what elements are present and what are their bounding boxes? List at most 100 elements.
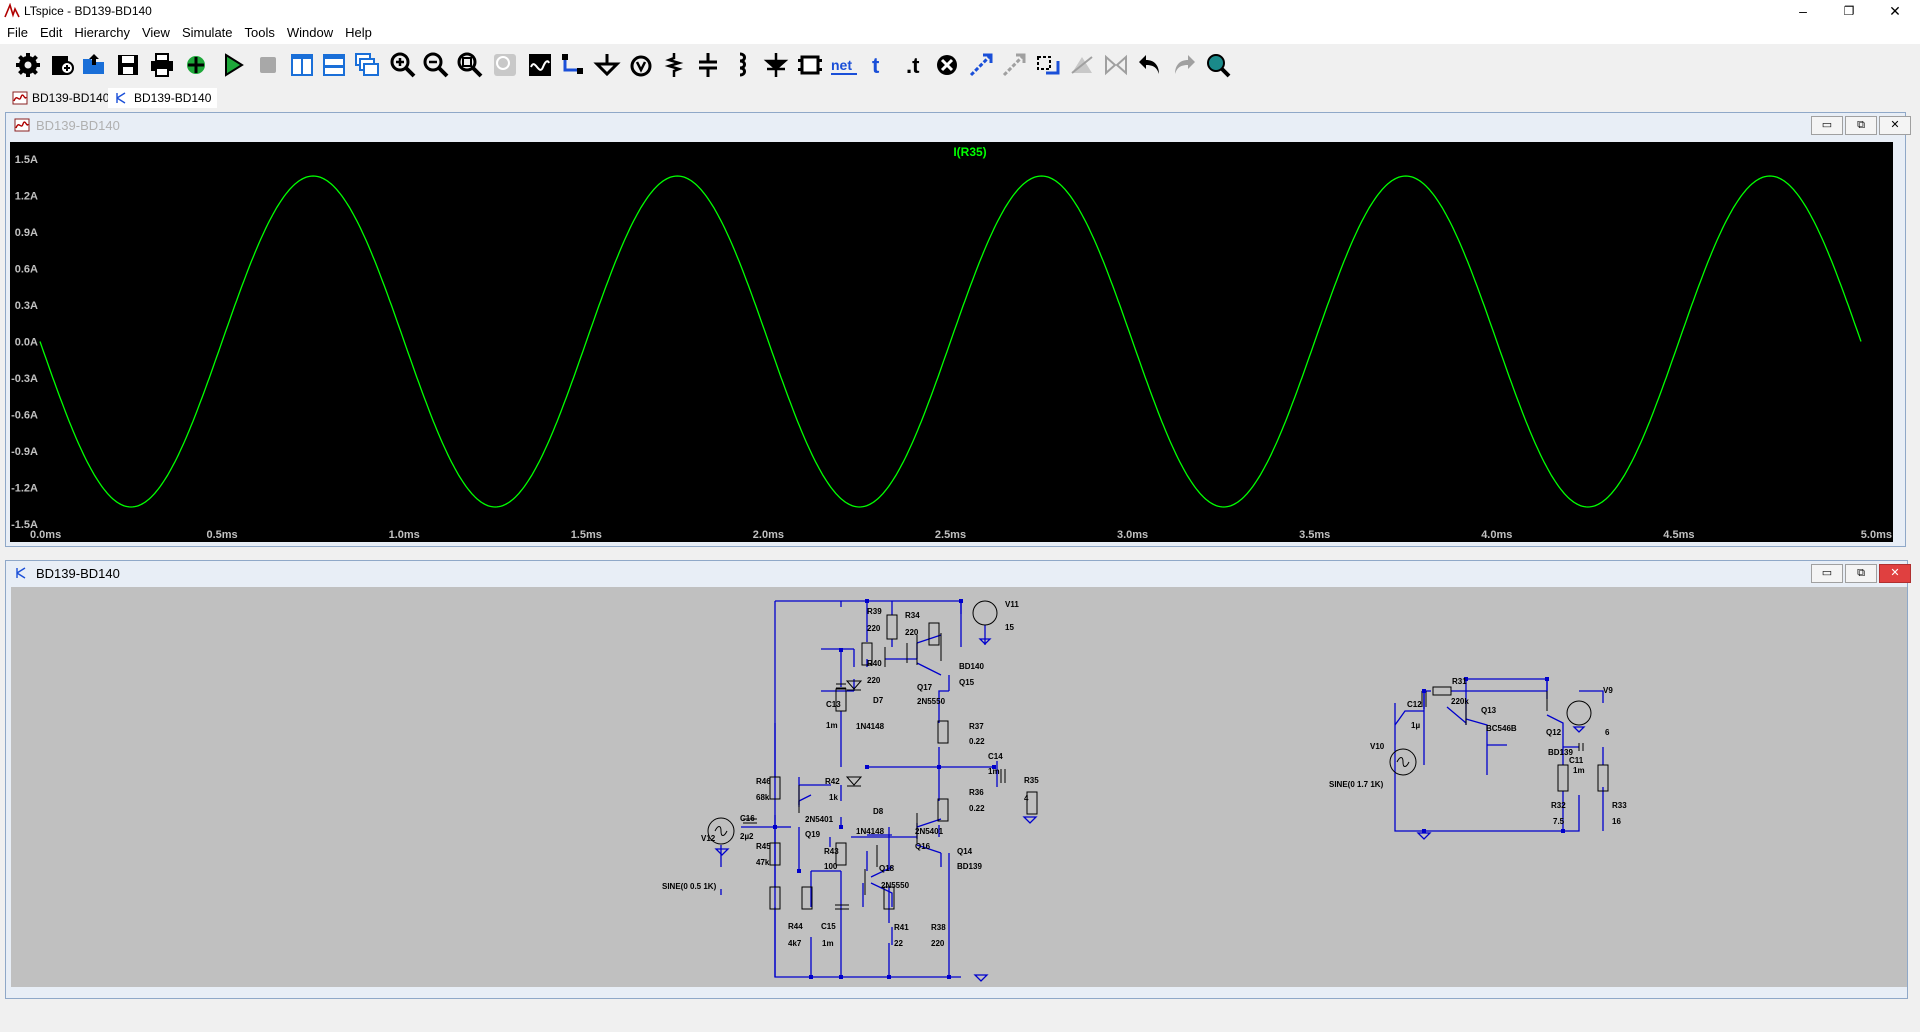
label-r32-value[interactable]: 7.5 — [1553, 817, 1565, 826]
schematic-restore-button[interactable]: ⧉ — [1845, 564, 1877, 583]
rotate-icon[interactable] — [1034, 51, 1062, 79]
label-r41[interactable]: R41 — [894, 923, 909, 932]
label-r43-value[interactable]: 100 — [824, 862, 838, 871]
waveform-chart[interactable]: I(R35) 1.5A1.2A0.9A0.6A0.3A0.0A-0.3A-0.6… — [10, 142, 1893, 542]
label-q14[interactable]: Q14 — [957, 847, 973, 856]
label-c15[interactable]: C15 — [821, 922, 836, 931]
run-icon[interactable] — [219, 51, 247, 79]
maximize-button[interactable]: ❐ — [1843, 4, 1855, 18]
zoom-fit-icon[interactable] — [456, 51, 484, 79]
label-r34[interactable]: R34 — [905, 611, 920, 620]
menu-window[interactable]: Window — [286, 25, 334, 40]
label-q17[interactable]: Q17 — [917, 683, 933, 692]
label-r42-value[interactable]: 1k — [829, 793, 838, 802]
label-bd140[interactable]: BD140 — [959, 662, 984, 671]
label-r40-value[interactable]: 220 — [867, 676, 881, 685]
drag-icon[interactable] — [1000, 51, 1028, 79]
text-icon[interactable]: t — [864, 51, 892, 79]
label-2n5401-b[interactable]: 2N5401 — [915, 827, 944, 836]
label-r33-value[interactable]: 16 — [1612, 817, 1621, 826]
open-icon[interactable] — [80, 51, 108, 79]
label-r46-value[interactable]: 68k — [756, 793, 770, 802]
trace-i-r35[interactable] — [39, 175, 1862, 508]
menu-help[interactable]: Help — [345, 25, 372, 40]
label-c15-value[interactable]: 1m — [822, 939, 834, 948]
label-r36[interactable]: R36 — [969, 788, 984, 797]
schematic-minimize-button[interactable]: ▭ — [1811, 564, 1843, 583]
settings-icon[interactable] — [14, 51, 42, 79]
label-r37-value[interactable]: 0.22 — [969, 737, 985, 746]
resistor-icon[interactable] — [660, 51, 688, 79]
label-r32[interactable]: R32 — [1551, 801, 1566, 810]
label-q19[interactable]: Q19 — [805, 830, 821, 839]
tab-schematic[interactable]: BD139-BD140 — [108, 88, 218, 108]
inductor-icon[interactable] — [728, 51, 756, 79]
label-c12[interactable]: C12 — [1407, 700, 1422, 709]
label-d7[interactable]: D7 — [873, 696, 884, 705]
label-v11[interactable]: V11 — [1005, 600, 1019, 609]
find-icon[interactable] — [1204, 51, 1232, 79]
zoom-back-icon[interactable] — [491, 51, 519, 79]
label-r40[interactable]: R40 — [867, 659, 882, 668]
label-r35-value[interactable]: 4 — [1024, 794, 1029, 803]
label-sine-v10[interactable]: SINE(0 1.7 1K) — [1329, 780, 1384, 789]
label-v9[interactable]: V9 — [1603, 686, 1613, 695]
label-r45[interactable]: R45 — [756, 842, 771, 851]
menu-hierarchy[interactable]: Hierarchy — [74, 25, 130, 40]
label-bc546b[interactable]: BC546B — [1486, 724, 1517, 733]
move-icon[interactable] — [967, 51, 995, 79]
menu-file[interactable]: File — [7, 25, 28, 40]
component-box-icon[interactable] — [796, 51, 824, 79]
save-icon[interactable] — [114, 51, 142, 79]
tile-horizontal-icon[interactable] — [320, 51, 348, 79]
label-r33[interactable]: R33 — [1612, 801, 1627, 810]
label-r36-value[interactable]: 0.22 — [969, 804, 985, 813]
label-c14-value[interactable]: 1m — [988, 767, 1000, 776]
ground-icon[interactable] — [593, 51, 621, 79]
label-r37[interactable]: R37 — [969, 722, 984, 731]
menu-tools[interactable]: Tools — [244, 25, 275, 40]
label-c16[interactable]: C16 — [740, 814, 755, 823]
label-2n5401-a[interactable]: 2N5401 — [805, 815, 834, 824]
capacitor-icon[interactable] — [694, 51, 722, 79]
label-bd139-a[interactable]: BD139 — [957, 862, 982, 871]
label-r41-value[interactable]: 22 — [894, 939, 903, 948]
mirror-icon[interactable] — [1068, 51, 1096, 79]
minimize-button[interactable]: – — [1799, 3, 1807, 19]
label-r31[interactable]: R31 — [1452, 677, 1467, 686]
label-sine-v12[interactable]: SINE(0 0.5 1K) — [662, 882, 717, 891]
label-r31-value[interactable]: 220k — [1451, 697, 1469, 706]
menu-simulate[interactable]: Simulate — [181, 25, 233, 40]
label-c14[interactable]: C14 — [988, 752, 1003, 761]
label-v9-value[interactable]: 6 — [1605, 728, 1610, 737]
label-net-icon[interactable] — [627, 51, 655, 79]
schematic-canvas[interactable]: R39 220 R34 220 V11 15 R40 220 BD140 Q15… — [11, 587, 1907, 987]
flip-icon[interactable] — [1102, 51, 1130, 79]
label-c11[interactable]: C11 — [1569, 756, 1584, 765]
schematic-drawing[interactable]: R39 220 R34 220 V11 15 R40 220 BD140 Q15… — [11, 587, 1907, 987]
label-r43[interactable]: R43 — [824, 847, 839, 856]
wire-icon[interactable] — [559, 51, 587, 79]
zoom-in-icon[interactable] — [389, 51, 417, 79]
label-1n4148-b[interactable]: 1N4148 — [856, 827, 885, 836]
label-r38[interactable]: R38 — [931, 923, 946, 932]
waveform-close-button[interactable]: ✕ — [1879, 116, 1911, 135]
label-c16-value[interactable]: 2µ2 — [740, 832, 754, 841]
spice-net-icon[interactable]: net — [830, 51, 858, 79]
label-r39-value[interactable]: 220 — [867, 624, 881, 633]
label-d8[interactable]: D8 — [873, 807, 884, 816]
cascade-icon[interactable] — [353, 51, 381, 79]
label-r34-value[interactable]: 220 — [905, 628, 919, 637]
print-icon[interactable] — [148, 51, 176, 79]
label-c11-value[interactable]: 1m — [1573, 766, 1585, 775]
label-2n5550-b[interactable]: 2N5550 — [881, 881, 910, 890]
menu-edit[interactable]: Edit — [39, 25, 63, 40]
halt-icon[interactable] — [254, 51, 282, 79]
label-q15[interactable]: Q15 — [959, 678, 975, 687]
label-r45-value[interactable]: 47k — [756, 858, 770, 867]
label-v10[interactable]: V10 — [1370, 742, 1385, 751]
autorange-icon[interactable] — [526, 51, 554, 79]
schematic-close-button[interactable]: ✕ — [1879, 564, 1911, 583]
label-r35[interactable]: R35 — [1024, 776, 1039, 785]
